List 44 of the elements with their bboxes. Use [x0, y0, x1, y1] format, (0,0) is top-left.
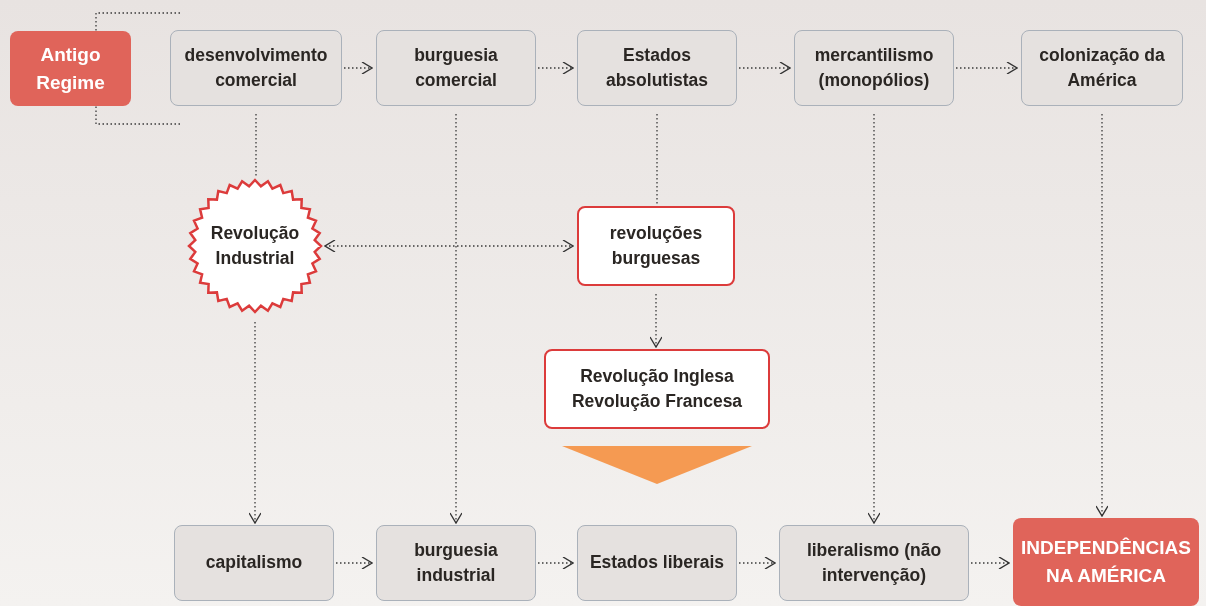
- node-label: liberalismo (não intervenção): [805, 538, 943, 587]
- arrow: [738, 556, 776, 570]
- process-box: [779, 525, 969, 601]
- arrow: [343, 61, 373, 75]
- connector-line: [656, 113, 658, 205]
- arrow: [738, 61, 791, 75]
- node-label: Estados liberais: [588, 551, 726, 575]
- process-box: [544, 349, 770, 429]
- node-label: revoluções burguesas: [608, 221, 704, 270]
- process-box: [174, 525, 334, 601]
- process-box: [376, 525, 536, 601]
- process-box: [376, 30, 536, 106]
- node-label: Revolução Inglesa Revolução Francesa: [570, 364, 744, 413]
- arrow: [537, 556, 574, 570]
- node-label: mercantilismo (monopólios): [813, 43, 935, 92]
- highlight-box: [1013, 518, 1199, 606]
- arrow: [335, 556, 373, 570]
- node-label: desenvolvimento comercial: [183, 43, 329, 92]
- highlight-box: [10, 31, 131, 106]
- arrow: [248, 321, 262, 524]
- node-label: burguesia industrial: [413, 538, 499, 587]
- chevron-arrow: [562, 446, 752, 484]
- node-label: capitalismo: [204, 551, 304, 575]
- process-box: [1021, 30, 1183, 106]
- arrow: [867, 113, 881, 524]
- node-label: Antigo Regime: [35, 42, 106, 95]
- process-box: [577, 206, 735, 286]
- node-label: burguesia comercial: [413, 43, 499, 92]
- node-label: Revolução Industrial: [209, 221, 301, 270]
- arrow: [537, 61, 574, 75]
- arrow: [649, 293, 663, 348]
- arrow: [955, 61, 1018, 75]
- node-label: Estados absolutistas: [604, 43, 710, 92]
- arrow: [449, 113, 463, 524]
- arrow: [970, 556, 1010, 570]
- process-box: [170, 30, 342, 106]
- connector-line: [255, 113, 257, 177]
- process-box: [577, 30, 737, 106]
- node-label: INDEPENDÊNCIAS NA AMÉRICA: [1020, 536, 1192, 588]
- arrow: [1095, 113, 1109, 517]
- node-label: colonização da América: [1038, 43, 1166, 92]
- arrow: [324, 239, 574, 253]
- process-box: [794, 30, 954, 106]
- process-box: [577, 525, 737, 601]
